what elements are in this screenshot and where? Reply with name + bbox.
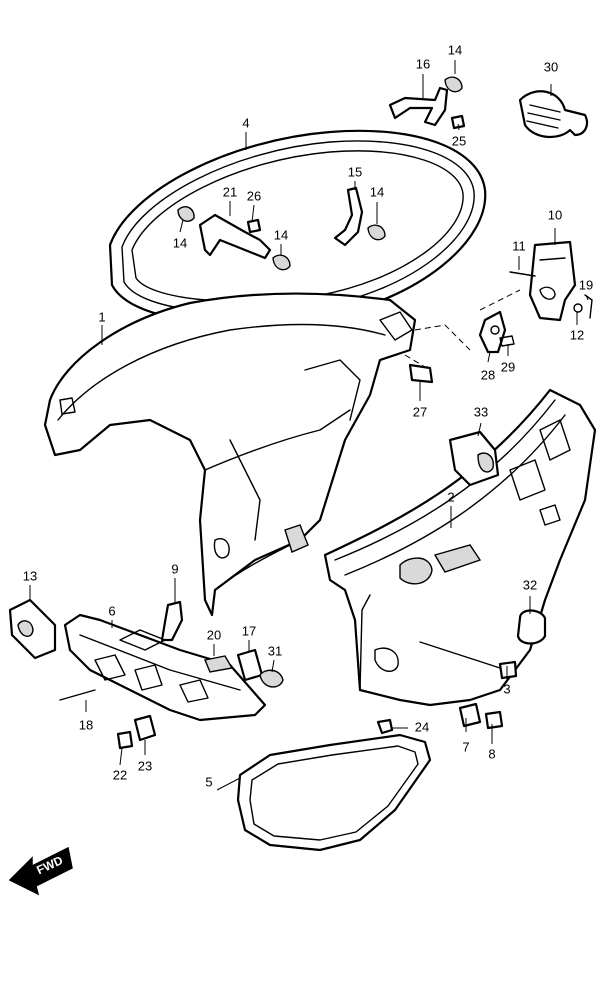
fwd-arrow-icon: FWD	[8, 846, 73, 896]
assembly-guides	[404, 289, 521, 371]
damper-block-part	[8, 598, 57, 660]
callout-4: 4	[242, 115, 249, 130]
callout-6: 6	[108, 603, 115, 618]
latch-lever-part	[528, 240, 577, 322]
callout-8: 8	[488, 746, 495, 761]
callout-31: 31	[268, 643, 282, 658]
callout-3: 3	[503, 681, 510, 696]
callout-9: 9	[171, 561, 178, 576]
callout-25: 25	[452, 133, 466, 148]
callout-30: 30	[544, 59, 558, 74]
callout-14-top: 14	[448, 42, 462, 57]
callout-11: 11	[512, 238, 526, 253]
callout-27: 27	[413, 404, 427, 419]
callout-28: 28	[481, 367, 495, 382]
lower-gasket-part	[236, 733, 432, 852]
upper-side-cover-part	[43, 292, 417, 617]
callout-10: 10	[548, 207, 562, 222]
small-hardware	[59, 114, 593, 750]
callout-17: 17	[242, 623, 256, 638]
callout-23: 23	[138, 758, 152, 773]
callout-14-center: 14	[274, 227, 288, 242]
latch-hook-part	[478, 310, 515, 354]
pad-part	[448, 430, 500, 487]
callout-33: 33	[474, 404, 488, 419]
callout-12: 12	[570, 327, 584, 342]
callout-24: 24	[415, 719, 429, 734]
callout-7: 7	[462, 739, 469, 754]
callouts: 1 2 3 4 5 6 7 8 9 10 11 12 13 14 14 14 1…	[23, 42, 593, 789]
callout-14-right: 14	[370, 184, 384, 199]
callout-15: 15	[348, 164, 362, 179]
callout-21: 21	[223, 184, 237, 199]
callout-29: 29	[501, 359, 515, 374]
callout-22: 22	[113, 767, 127, 782]
callout-19: 19	[579, 277, 593, 292]
callout-32: 32	[523, 577, 537, 592]
callout-5: 5	[205, 774, 212, 789]
leader-lines	[29, 60, 589, 791]
callout-2: 2	[447, 489, 454, 504]
callout-16: 16	[416, 56, 430, 71]
callout-18: 18	[79, 717, 93, 732]
small-brackets	[177, 76, 463, 271]
grommet-part	[518, 90, 589, 138]
callout-13: 13	[23, 568, 37, 583]
callout-1: 1	[98, 309, 105, 324]
callout-26: 26	[247, 188, 261, 203]
callout-14-left: 14	[173, 235, 187, 250]
callout-20: 20	[207, 627, 221, 642]
